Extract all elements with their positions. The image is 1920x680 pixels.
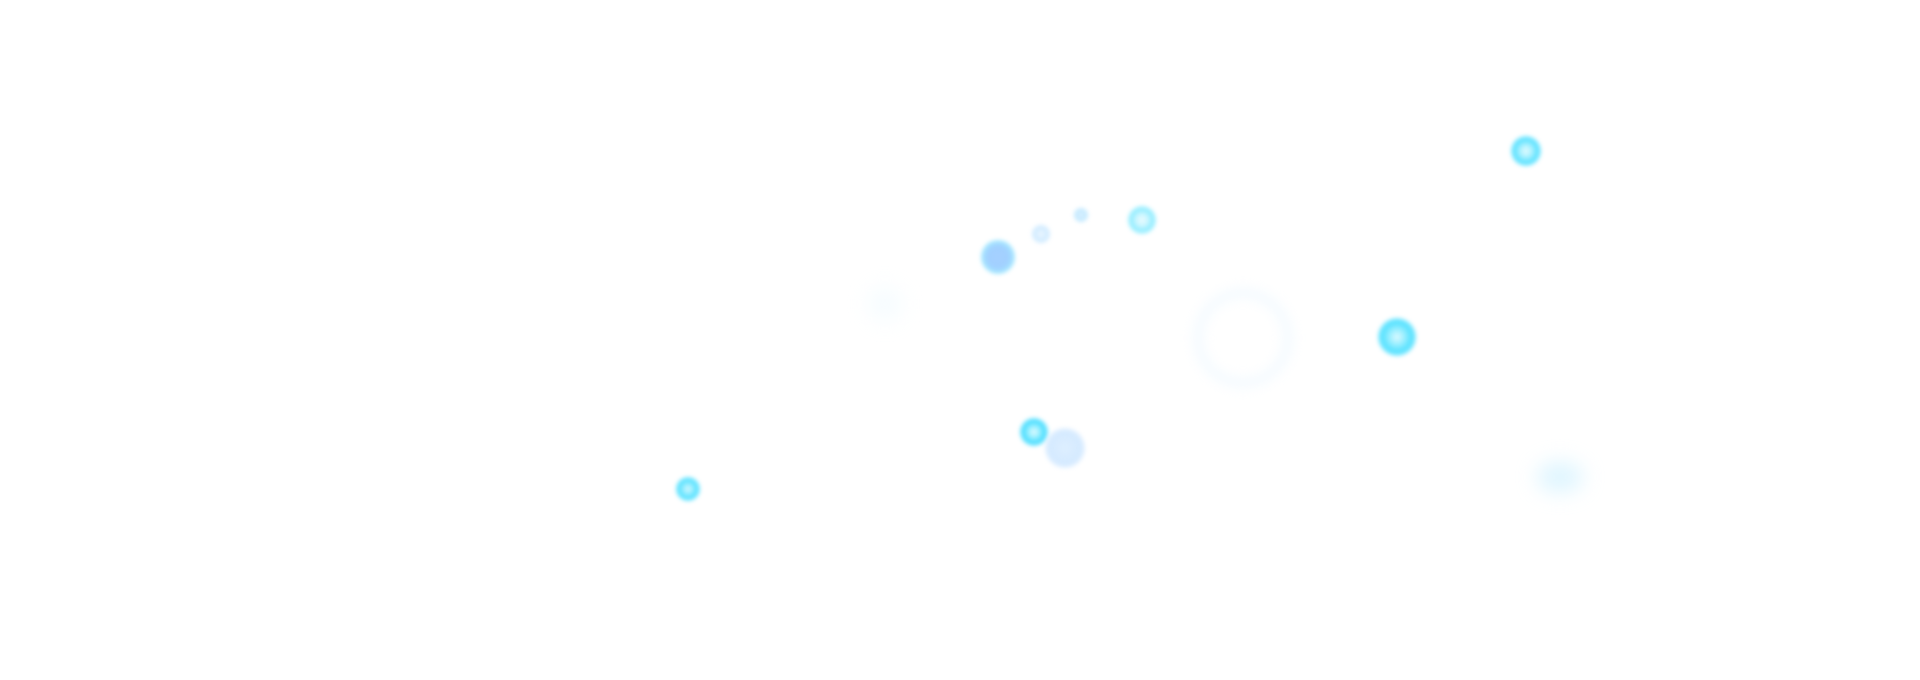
faint-haze-spot [1537, 462, 1583, 492]
pale-glow-dot [1074, 208, 1088, 222]
faint-ring [1194, 289, 1292, 387]
cyan-ring-dot [1378, 318, 1416, 356]
faint-haze-spot [868, 287, 902, 321]
cyan-ring-dot [1020, 418, 1048, 446]
cyan-ring-dot [1128, 206, 1156, 234]
cyan-ring-dot [1511, 136, 1541, 166]
pale-glow-dot [1032, 225, 1050, 243]
blue-glow-dot [981, 240, 1015, 274]
cyan-ring-dot [676, 477, 700, 501]
pale-blue-dot [1045, 428, 1085, 468]
